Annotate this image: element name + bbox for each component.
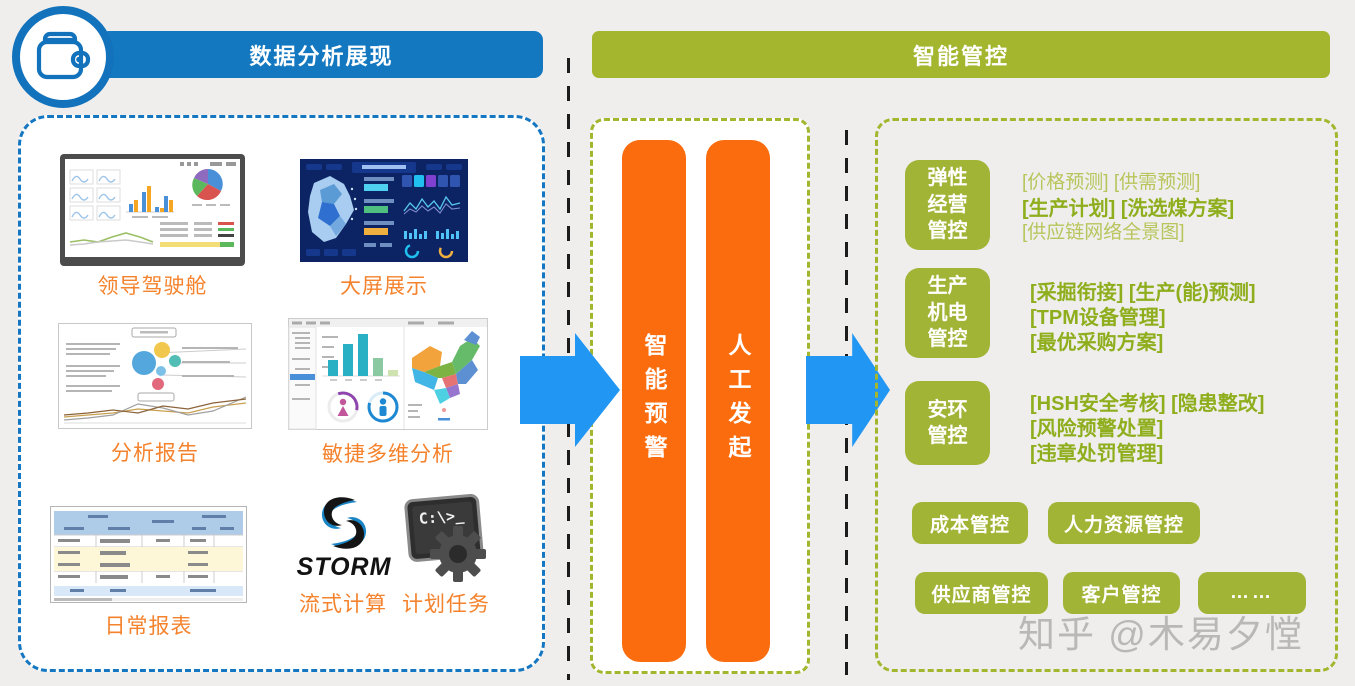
- group-safety-environment-items: [HSH安全考核] [隐患整改] [风险预警处置] [违章处罚管理]: [1030, 387, 1348, 465]
- label-big-screen: 大屏展示: [340, 275, 428, 298]
- label-agile-analysis: 敏捷多维分析: [322, 443, 454, 466]
- agile-analysis-image: [288, 318, 488, 430]
- item-line: [违章处罚管理]: [1030, 443, 1164, 465]
- item-line: [采掘衔接] [生产(能)预测]: [1030, 282, 1256, 304]
- label-analysis-report: 分析报告: [111, 442, 199, 465]
- daily-report-image: [50, 506, 247, 603]
- item-line: [TPM设备管理]: [1030, 307, 1166, 329]
- item-line: [供应链网络全景图]: [1022, 222, 1185, 243]
- group-production-mechatronics: 生产 机电 管控: [905, 268, 990, 358]
- terminal-prompt-text: C:\>_: [418, 506, 466, 528]
- analysis-report-image: [58, 323, 252, 429]
- item-line: [风险预警处置]: [1030, 418, 1164, 440]
- group-safety-environment: 安环 管控: [905, 381, 990, 465]
- cockpit-dashboard-image: [60, 154, 245, 266]
- item-line: [最优采购方案]: [1030, 332, 1164, 354]
- watermark: 知乎 @木易夕憆: [1018, 614, 1304, 655]
- box-hr-control: 人力资源管控: [1048, 502, 1200, 544]
- box-supplier-control: 供应商管控: [915, 572, 1048, 614]
- group-production-mechatronics-items: [采掘衔接] [生产(能)预测] [TPM设备管理] [最优采购方案]: [1030, 276, 1348, 354]
- gear-icon: [430, 526, 486, 582]
- box-more-dots: ……: [1198, 572, 1306, 614]
- header-intelligent-control: 智能管控: [592, 31, 1330, 78]
- wallet-icon: [36, 31, 91, 80]
- storm-swirl-icon: [321, 497, 367, 549]
- scheduled-task-icon: C:\>_: [404, 493, 486, 582]
- item-line: [生产计划] [洗选煤方案]: [1022, 198, 1235, 220]
- bar-manual-initiation-label: 人工发起: [725, 333, 751, 469]
- label-cockpit: 领导驾驶舱: [97, 275, 208, 298]
- storm-logo: STORM: [296, 494, 392, 588]
- label-scheduled-task: 计划任务: [402, 593, 490, 616]
- arrow-middle-to-right: [806, 333, 890, 447]
- label-stream-computing: 流式计算: [299, 593, 387, 616]
- bar-manual-initiation: 人工发起: [706, 140, 770, 662]
- header-data-analysis: 数据分析展现: [100, 31, 543, 78]
- box-cost-control: 成本管控: [912, 502, 1028, 544]
- arrow-left-to-middle: [520, 333, 620, 447]
- bar-intelligent-warning-label: 智能预警: [641, 333, 667, 469]
- group-flexible-operation: 弹性 经营 管控: [905, 160, 990, 250]
- big-screen-image: [300, 159, 468, 262]
- wallet-badge: [12, 6, 114, 108]
- panel-intelligent-control: [875, 118, 1338, 672]
- storm-wordmark: STORM: [296, 553, 392, 581]
- box-customer-control: 客户管控: [1063, 572, 1180, 614]
- group-flexible-operation-items: [价格预测] [供需预测] [生产计划] [洗选煤方案] [供应链网络全景图]: [1022, 167, 1340, 243]
- item-line: [价格预测] [供需预测]: [1022, 172, 1201, 193]
- label-daily-report: 日常报表: [104, 615, 193, 638]
- item-line: [HSH安全考核] [隐患整改]: [1030, 393, 1265, 415]
- bar-intelligent-warning: 智能预警: [622, 140, 686, 662]
